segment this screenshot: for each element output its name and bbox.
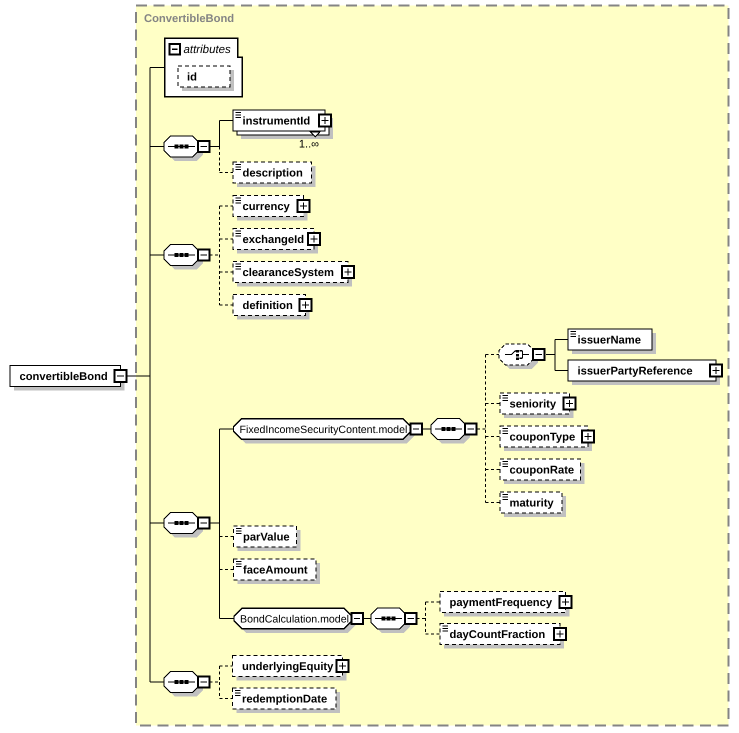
svg-text:exchangeId: exchangeId (243, 234, 305, 246)
svg-text:FixedIncomeSecurityContent.mod: FixedIncomeSecurityContent.model (240, 424, 408, 436)
svg-text:definition: definition (243, 300, 293, 312)
svg-text:id: id (187, 72, 197, 84)
svg-text:redemptionDate: redemptionDate (242, 694, 327, 706)
svg-text:convertibleBond: convertibleBond (20, 371, 108, 383)
svg-text:instrumentId: instrumentId (243, 116, 311, 128)
svg-text:BondCalculation.model: BondCalculation.model (240, 613, 349, 625)
svg-text:dayCountFraction: dayCountFraction (450, 629, 546, 641)
svg-text:faceAmount: faceAmount (243, 565, 308, 577)
svg-text:underlyingEquity: underlyingEquity (242, 661, 334, 673)
svg-text:currency: currency (243, 201, 291, 213)
svg-text:seniority: seniority (510, 399, 557, 411)
svg-text:issuerName: issuerName (578, 335, 641, 347)
svg-text:clearanceSystem: clearanceSystem (243, 267, 334, 279)
svg-text:ConvertibleBond: ConvertibleBond (144, 13, 234, 25)
svg-text:maturity: maturity (510, 498, 555, 510)
svg-text:issuerPartyReference: issuerPartyReference (578, 366, 693, 378)
svg-text:attributes: attributes (184, 44, 232, 56)
svg-text:couponType: couponType (510, 432, 576, 444)
svg-text:paymentFrequency: paymentFrequency (450, 597, 553, 609)
svg-text:1..∞: 1..∞ (299, 139, 319, 151)
svg-text:description: description (243, 168, 303, 180)
svg-text:couponRate: couponRate (510, 465, 575, 477)
svg-text:parValue: parValue (243, 532, 290, 544)
